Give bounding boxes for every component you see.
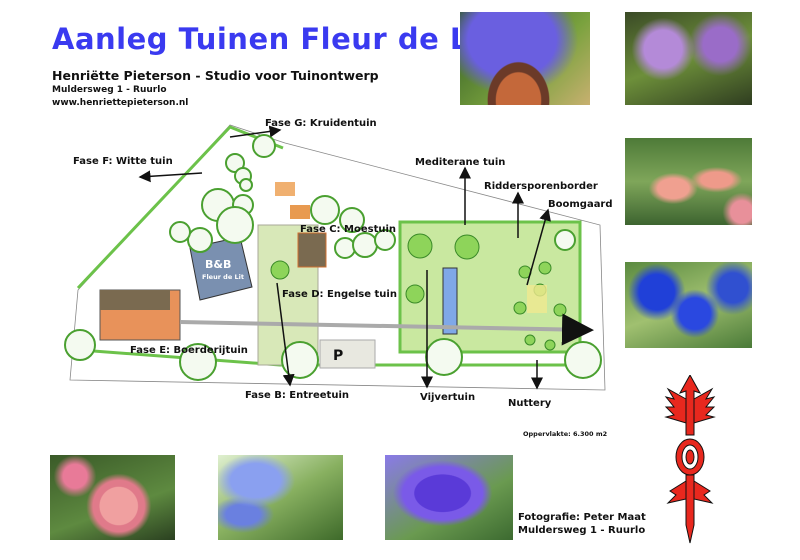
label-riddersporenborder: Riddersporenborder	[484, 181, 598, 192]
photo-delphinium	[625, 262, 752, 348]
label-mediterane-tuin: Mediterane tuin	[415, 157, 505, 168]
label-arrows	[138, 125, 551, 390]
label-fase-d: Fase D: Engelse tuin	[282, 289, 397, 300]
farmhouse-roof	[100, 290, 170, 310]
parking-area	[319, 339, 376, 369]
photo-poppy	[625, 138, 752, 225]
surface-area: Oppervlakte: 6.300 m2	[523, 430, 608, 438]
label-nuttery: Nuttery	[508, 398, 552, 409]
photo-iris	[460, 12, 590, 105]
label-bb: B&B	[205, 258, 231, 271]
greenhouse	[297, 232, 327, 268]
photo-credit: Fotografie: Peter Maat	[518, 512, 646, 523]
fleur-de-lis-ornament	[664, 375, 716, 544]
herb-plot	[275, 182, 295, 196]
photo-clematis	[385, 455, 513, 540]
photo-agapanthus	[218, 455, 343, 540]
label-parking: P	[333, 348, 343, 364]
label-fase-g: Fase G: Kruidentuin	[265, 118, 377, 129]
label-fase-e: Fase E: Boerderijtuin	[130, 345, 248, 356]
studio-name: Henriëtte Pieterson - Studio voor Tuinon…	[52, 68, 379, 83]
photo-rose	[50, 455, 175, 540]
photo-allium	[625, 12, 752, 105]
shed	[290, 205, 310, 219]
label-boomgaard: Boomgaard	[548, 199, 613, 210]
label-fase-c: Fase C: Moestuin	[300, 224, 396, 235]
pond	[442, 267, 458, 335]
address: Muldersweg 1 - Ruurlo	[52, 85, 167, 95]
bb-building	[189, 236, 253, 301]
label-bb-sub: Fleur de Lit	[202, 273, 244, 281]
label-fase-b: Fase B: Entreetuin	[245, 390, 349, 401]
central-path	[179, 313, 594, 346]
page-title: Aanleg Tuinen Fleur de Lit	[52, 22, 494, 56]
site-boundary	[69, 124, 606, 391]
website: www.henriettepieterson.nl	[52, 98, 189, 108]
label-fase-f: Fase F: Witte tuin	[73, 156, 173, 167]
photo-credit-address: Muldersweg 1 - Ruurlo	[518, 525, 646, 536]
orchard-patch	[527, 285, 547, 313]
label-vijvertuin: Vijvertuin	[420, 392, 475, 403]
